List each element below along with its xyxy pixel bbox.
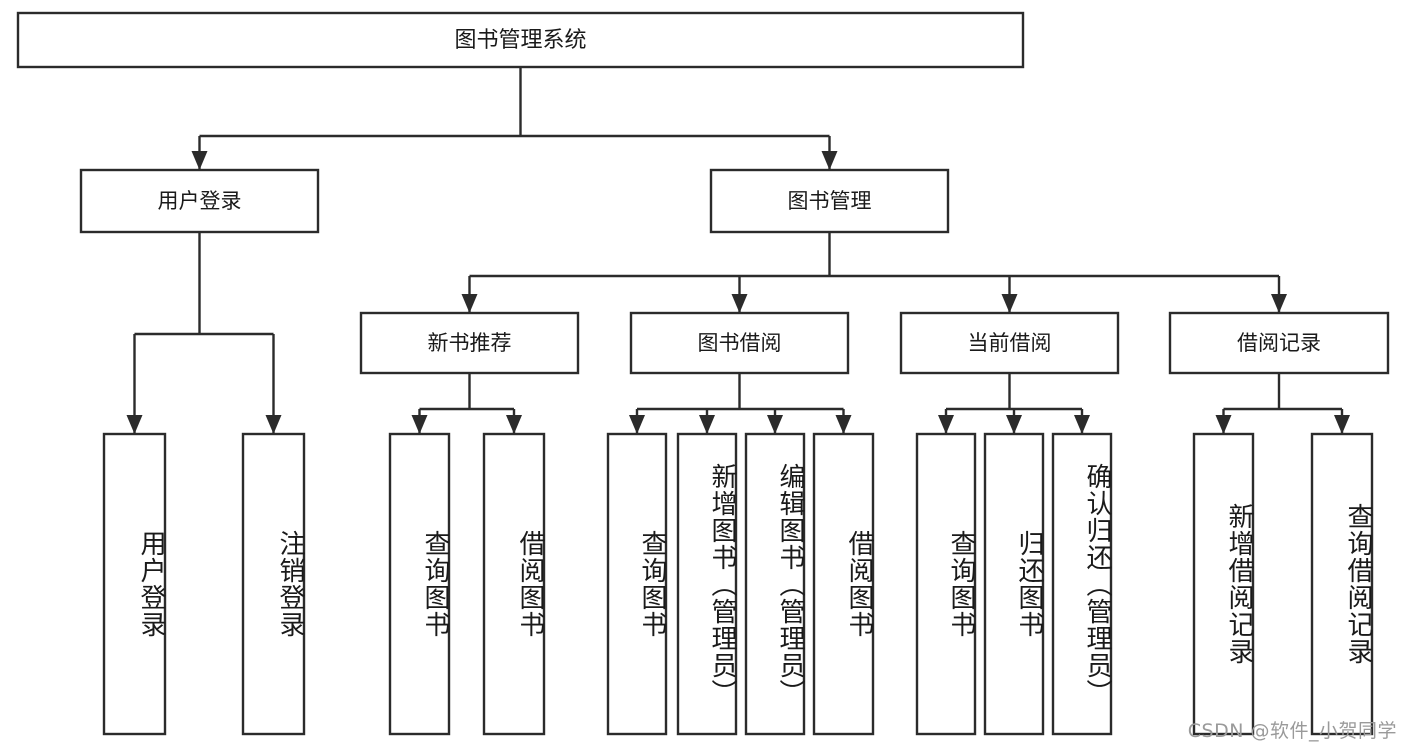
- node-level1-1[interactable]: [709, 168, 950, 234]
- node-leaf-5[interactable]: [676, 432, 738, 736]
- arrow-head-bookmgmt-to-level2-3: [1271, 294, 1287, 313]
- node-leaf-2[interactable]: [388, 432, 451, 736]
- arrow-head-level2-0-to-leaf-0: [411, 415, 428, 434]
- node-level1-1-label: 图书管理: [788, 189, 872, 213]
- arrow-head-level2-3-to-leaf-1: [1334, 415, 1350, 434]
- arrow-head-userlogin-to-leaf-1: [265, 415, 282, 434]
- arrow-head-level2-2-to-leaf-1: [1006, 415, 1022, 434]
- connector-lines: [126, 67, 1350, 434]
- arrow-head-level2-1-to-leaf-2: [767, 415, 783, 434]
- node-level2-1[interactable]: [629, 311, 850, 375]
- node-leaf-10[interactable]: [1051, 432, 1113, 736]
- node-leaf-9[interactable]: [983, 432, 1045, 736]
- node-leaf-7[interactable]: [812, 432, 875, 736]
- node-leaf-12[interactable]: [1310, 432, 1374, 736]
- node-level2-1-label: 图书借阅: [698, 331, 782, 355]
- node-level1-0-label: 用户登录: [158, 189, 242, 213]
- node-leaf-3[interactable]: [482, 432, 546, 736]
- node-level2-0[interactable]: [359, 311, 580, 375]
- arrow-head-root-to-level1-1: [821, 151, 838, 170]
- node-e59bbee4b9a6e7aea1e79086e7b3bbe7bb9f-root[interactable]: [16, 11, 1025, 69]
- node-boxes: [16, 11, 1390, 736]
- node-level2-0-label: 新书推荐: [428, 331, 512, 355]
- arrow-head-bookmgmt-to-level2-0: [461, 294, 478, 313]
- arrow-head-root-to-level1-0: [191, 151, 208, 170]
- arrow-head-bookmgmt-to-level2-2: [1001, 294, 1018, 313]
- watermark-text: CSDN @软件_小贺同学: [1187, 720, 1397, 742]
- node-e59bbee4b9a6e7aea1e79086e7b3bbe7bb9f-root-label: 图书管理系统: [454, 28, 586, 53]
- node-level2-3-label: 借阅记录: [1237, 331, 1321, 355]
- arrow-head-userlogin-to-leaf-0: [126, 415, 143, 434]
- arrow-head-level2-0-to-leaf-1: [506, 415, 522, 434]
- node-leaf-1[interactable]: [241, 432, 306, 736]
- node-leaf-4[interactable]: [606, 432, 668, 736]
- node-level1-0[interactable]: [79, 168, 320, 234]
- arrow-head-level2-1-to-leaf-1: [699, 415, 715, 434]
- node-level2-3[interactable]: [1168, 311, 1390, 375]
- arrow-head-level2-2-to-leaf-2: [1074, 415, 1090, 434]
- arrow-head-level2-2-to-leaf-0: [938, 415, 954, 434]
- node-leaf-8[interactable]: [915, 432, 977, 736]
- node-level2-2-label: 当前借阅: [968, 331, 1052, 355]
- arrow-head-level2-3-to-leaf-0: [1215, 415, 1232, 434]
- node-leaf-0[interactable]: [102, 432, 167, 736]
- node-level2-2[interactable]: [899, 311, 1120, 375]
- arrow-head-bookmgmt-to-level2-1: [731, 294, 748, 313]
- arrow-head-level2-1-to-leaf-3: [835, 415, 852, 434]
- node-leaf-11[interactable]: [1192, 432, 1255, 736]
- node-leaf-6[interactable]: [744, 432, 806, 736]
- arrow-head-level2-1-to-leaf-0: [629, 415, 645, 434]
